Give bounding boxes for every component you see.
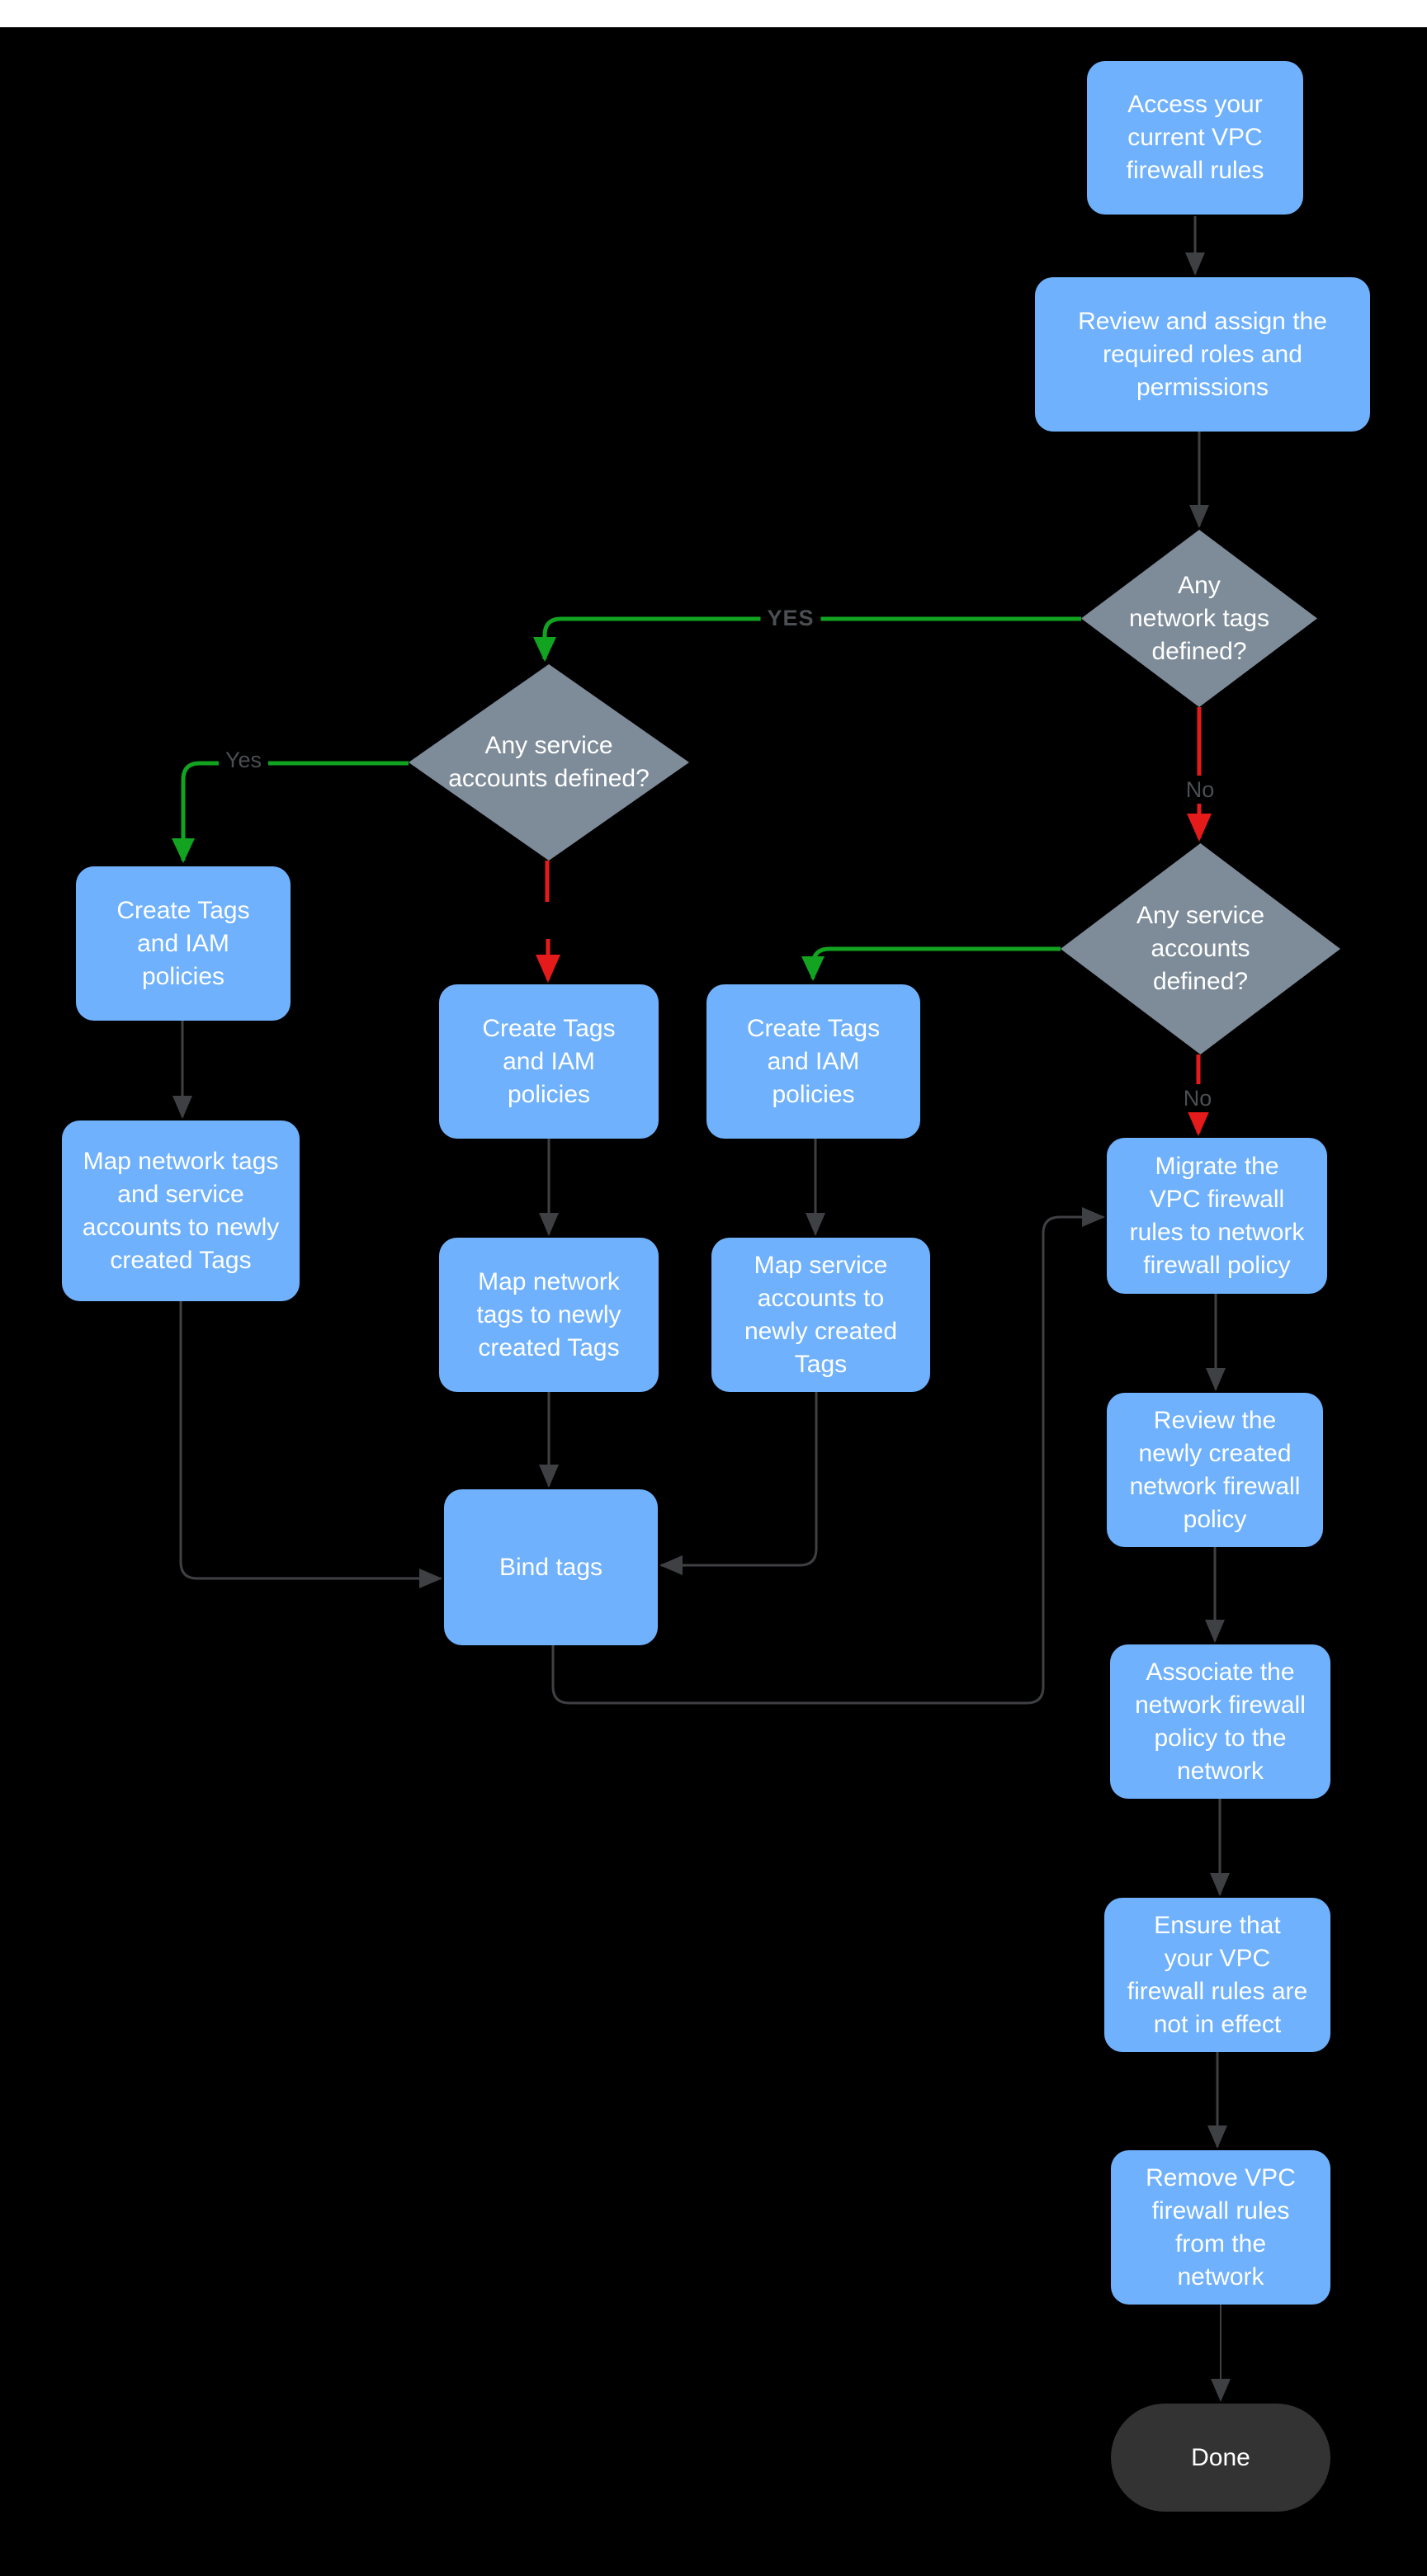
edge-bind-to-migrate bbox=[551, 1207, 1105, 1705]
node-label: Review the newly created network firewal… bbox=[1129, 1406, 1301, 1533]
node-migrate-vpc-rules: Migrate the VPC firewall rules to networ… bbox=[1107, 1138, 1327, 1294]
node-label: Done bbox=[1191, 2443, 1250, 2471]
top-white-strip bbox=[0, 0, 1427, 27]
edge-yes-networktags-to-serviceleft bbox=[533, 616, 1081, 662]
node-access-vpc-firewall-rules: Access your current VPC firewall rules bbox=[1087, 61, 1303, 215]
node-create-tags-iam-left: Create Tags and IAM policies bbox=[76, 866, 291, 1021]
node-label: Associate the network firewall policy to… bbox=[1135, 1658, 1306, 1785]
edge-label-yes-left: Yes bbox=[218, 746, 269, 774]
edge-label-yes-upper: YES bbox=[760, 604, 821, 632]
node-create-tags-iam-right: Create Tags and IAM policies bbox=[706, 984, 920, 1139]
node-label: Any service accounts defined? bbox=[448, 732, 650, 792]
node-label: Access your current VPC firewall rules bbox=[1126, 91, 1264, 184]
node-label: Any network tags defined? bbox=[1128, 571, 1270, 665]
edge-yes-serviceright-to-createright bbox=[801, 946, 1061, 981]
node-review-assign-roles: Review and assign the required roles and… bbox=[1035, 277, 1370, 432]
node-map-network-tags: Map network tags to newly created Tags bbox=[439, 1238, 659, 1392]
node-label: Bind tags bbox=[499, 1553, 603, 1581]
node-associate-policy: Associate the network firewall policy to… bbox=[1110, 1644, 1330, 1799]
edge-label-no-service-accounts: No bbox=[1176, 1084, 1219, 1112]
node-label: Map network tags to newly created Tags bbox=[476, 1267, 621, 1361]
node-done-terminal: Done bbox=[1111, 2404, 1330, 2512]
node-create-tags-iam-center: Create Tags and IAM policies bbox=[439, 984, 659, 1139]
edge-yes-serviceleft-to-createleft bbox=[172, 761, 409, 863]
node-label: Ensure that your VPC firewall rules are … bbox=[1127, 1911, 1308, 2038]
node-label: Create Tags and IAM policies bbox=[116, 896, 250, 990]
node-review-new-policy: Review the newly created network firewal… bbox=[1107, 1393, 1323, 1547]
node-label: Map network tags and service accounts to… bbox=[82, 1147, 280, 1274]
edge-mapright-to-bind bbox=[659, 1392, 818, 1575]
node-label: Map service accounts to newly created Ta… bbox=[744, 1251, 898, 1378]
node-label: Review and assign the required roles and… bbox=[1078, 307, 1327, 401]
node-label: Create Tags and IAM policies bbox=[746, 1014, 881, 1108]
node-remove-vpc-rules: Remove VPC firewall rules from the netwo… bbox=[1111, 2150, 1330, 2305]
node-bind-tags: Bind tags bbox=[444, 1489, 658, 1645]
edge-label-no-network-tags: No bbox=[1179, 776, 1221, 804]
node-map-network-tags-service-accounts: Map network tags and service accounts to… bbox=[62, 1121, 300, 1301]
node-label: Create Tags and IAM policies bbox=[482, 1014, 616, 1108]
node-label: Migrate the VPC firewall rules to networ… bbox=[1129, 1152, 1305, 1279]
node-map-service-accounts: Map service accounts to newly created Ta… bbox=[711, 1238, 930, 1392]
node-label: Any service accounts defined? bbox=[1136, 902, 1265, 995]
node-label: Remove VPC firewall rules from the netwo… bbox=[1146, 2163, 1296, 2291]
node-ensure-rules-not-in-effect: Ensure that your VPC firewall rules are … bbox=[1104, 1898, 1330, 2052]
edge-mapleft-to-bind bbox=[179, 1301, 442, 1588]
